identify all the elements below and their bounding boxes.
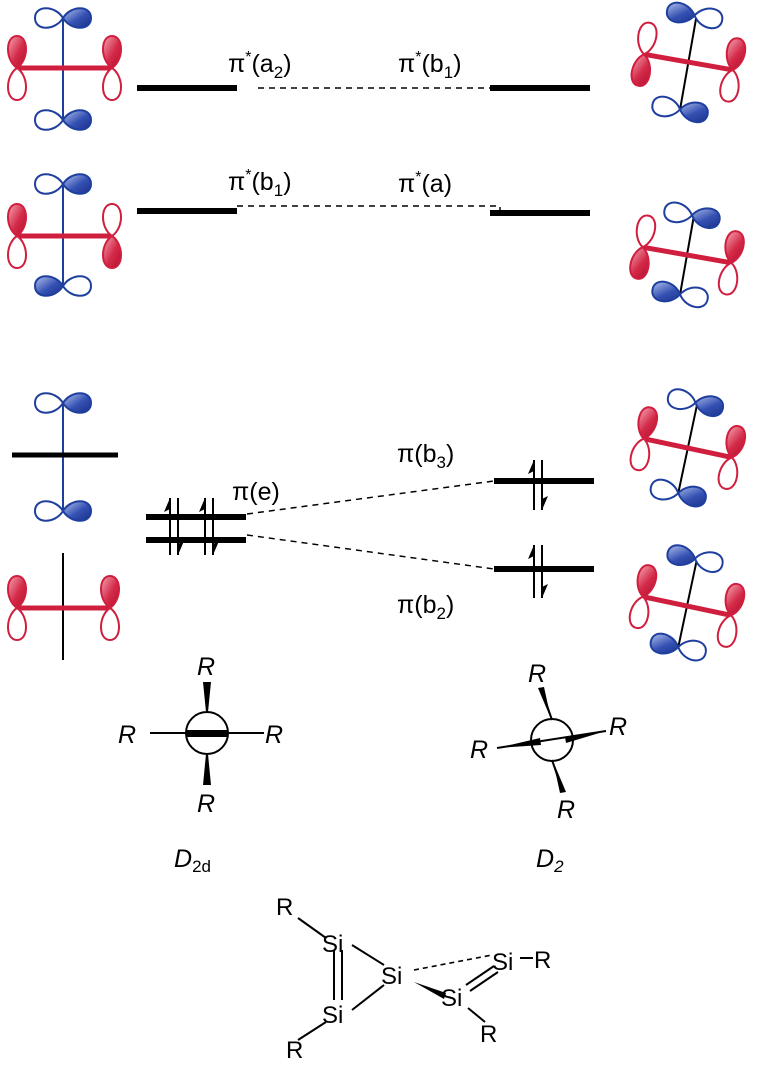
newman-projection-d2: R R R R D2 <box>470 660 627 876</box>
newman-d2-r-bottom: R <box>557 796 575 824</box>
correlation-line-4 <box>246 534 495 570</box>
electron-pair-1 <box>164 498 184 555</box>
orbital-icon-d2-pistar-a <box>629 201 745 309</box>
newman-d2-r-right: R <box>609 713 627 741</box>
energy-level-pi-e <box>146 498 246 555</box>
correlation-line-3 <box>246 480 495 515</box>
atom-si-spiro: Si <box>381 963 402 990</box>
symmetry-label-d2: D2 <box>536 845 564 876</box>
newman-d2-r-top: R <box>528 660 546 688</box>
label-pistar-a: π*(a) <box>398 169 452 198</box>
electron-pair-2 <box>199 498 219 555</box>
newman-d2d-r-left: R <box>118 721 136 749</box>
newman-d2d-r-top: R <box>197 653 215 681</box>
atom-r-top-left: R <box>276 894 293 921</box>
atom-si-top: Si <box>322 931 343 958</box>
newman-d2d-r-bottom: R <box>197 790 215 818</box>
orbital-icon-d2d-pi-red <box>7 553 120 660</box>
label-pistar-b1-left: π*(b1) <box>228 167 292 200</box>
newman-projection-d2d: R R R R D2d <box>118 653 283 876</box>
atom-si-right-upper: Si <box>492 949 513 976</box>
newman-d2d-r-right: R <box>265 721 283 749</box>
correlation-line-2 <box>237 205 501 213</box>
label-pistar-a2: π*(a2) <box>228 49 292 82</box>
label-pi-b3: π(b3) <box>397 440 454 472</box>
atom-r-right: R <box>534 947 551 974</box>
orbital-icon-d2-pi-b3 <box>629 388 747 508</box>
atom-r-bottom-right: R <box>480 1021 497 1048</box>
newman-d2-r-left: R <box>470 736 488 764</box>
orbital-icon-d2d-pi-blue <box>12 392 118 522</box>
label-pi-e: π(e) <box>232 478 280 506</box>
atom-si-right-lower: Si <box>441 985 462 1012</box>
spiropentasiladiene-structure: R Si Si Si Si Si R R R <box>276 894 551 1064</box>
orbital-icon-d2d-pistar-b1 <box>7 173 122 297</box>
label-pistar-b1-right: π*(b1) <box>398 49 462 82</box>
orbital-icon-d2d-pistar-a2 <box>7 7 122 131</box>
energy-level-row-2 <box>137 205 590 216</box>
label-pi-b2: π(b2) <box>397 591 454 623</box>
orbital-icon-d2-pistar-b1 <box>630 1 747 124</box>
symmetry-label-d2d: D2d <box>174 845 211 876</box>
energy-level-pi-b2 <box>494 545 594 598</box>
atom-si-bottom: Si <box>322 1002 343 1029</box>
orbital-icon-d2-pi-b2 <box>628 544 746 662</box>
atom-r-bottom-left: R <box>286 1037 303 1064</box>
energy-level-pi-b3 <box>494 460 594 510</box>
